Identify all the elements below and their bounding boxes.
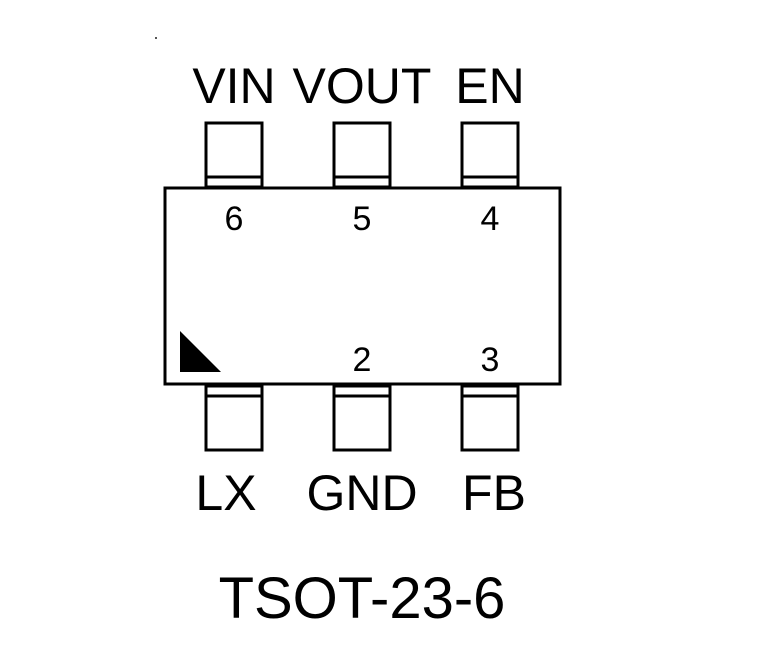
bottom-pin-1 xyxy=(204,384,264,452)
pin-name-gnd: GND xyxy=(306,465,417,521)
package-name: TSOT-23-6 xyxy=(219,566,506,631)
pin-number-6: 6 xyxy=(225,200,244,238)
top-pin-6 xyxy=(204,121,264,189)
triangle-marker-icon xyxy=(180,331,221,372)
pin-number-5: 5 xyxy=(353,200,372,238)
pin-name-lx: LX xyxy=(195,465,256,521)
top-pin-5 xyxy=(332,121,392,189)
pin-name-fb: FB xyxy=(462,465,526,521)
pin-name-en: EN xyxy=(455,58,524,114)
pin-number-4: 4 xyxy=(481,200,500,238)
pin-number-3: 3 xyxy=(481,341,500,379)
stray-dot xyxy=(155,37,157,39)
pin-name-vin: VIN xyxy=(192,58,275,114)
bottom-pin-2 xyxy=(332,384,392,452)
pin-number-2: 2 xyxy=(353,341,372,379)
bottom-pin-3 xyxy=(460,384,520,452)
pin-name-vout: VOUT xyxy=(293,58,432,114)
top-pin-4 xyxy=(460,121,520,189)
package-body xyxy=(163,186,562,386)
